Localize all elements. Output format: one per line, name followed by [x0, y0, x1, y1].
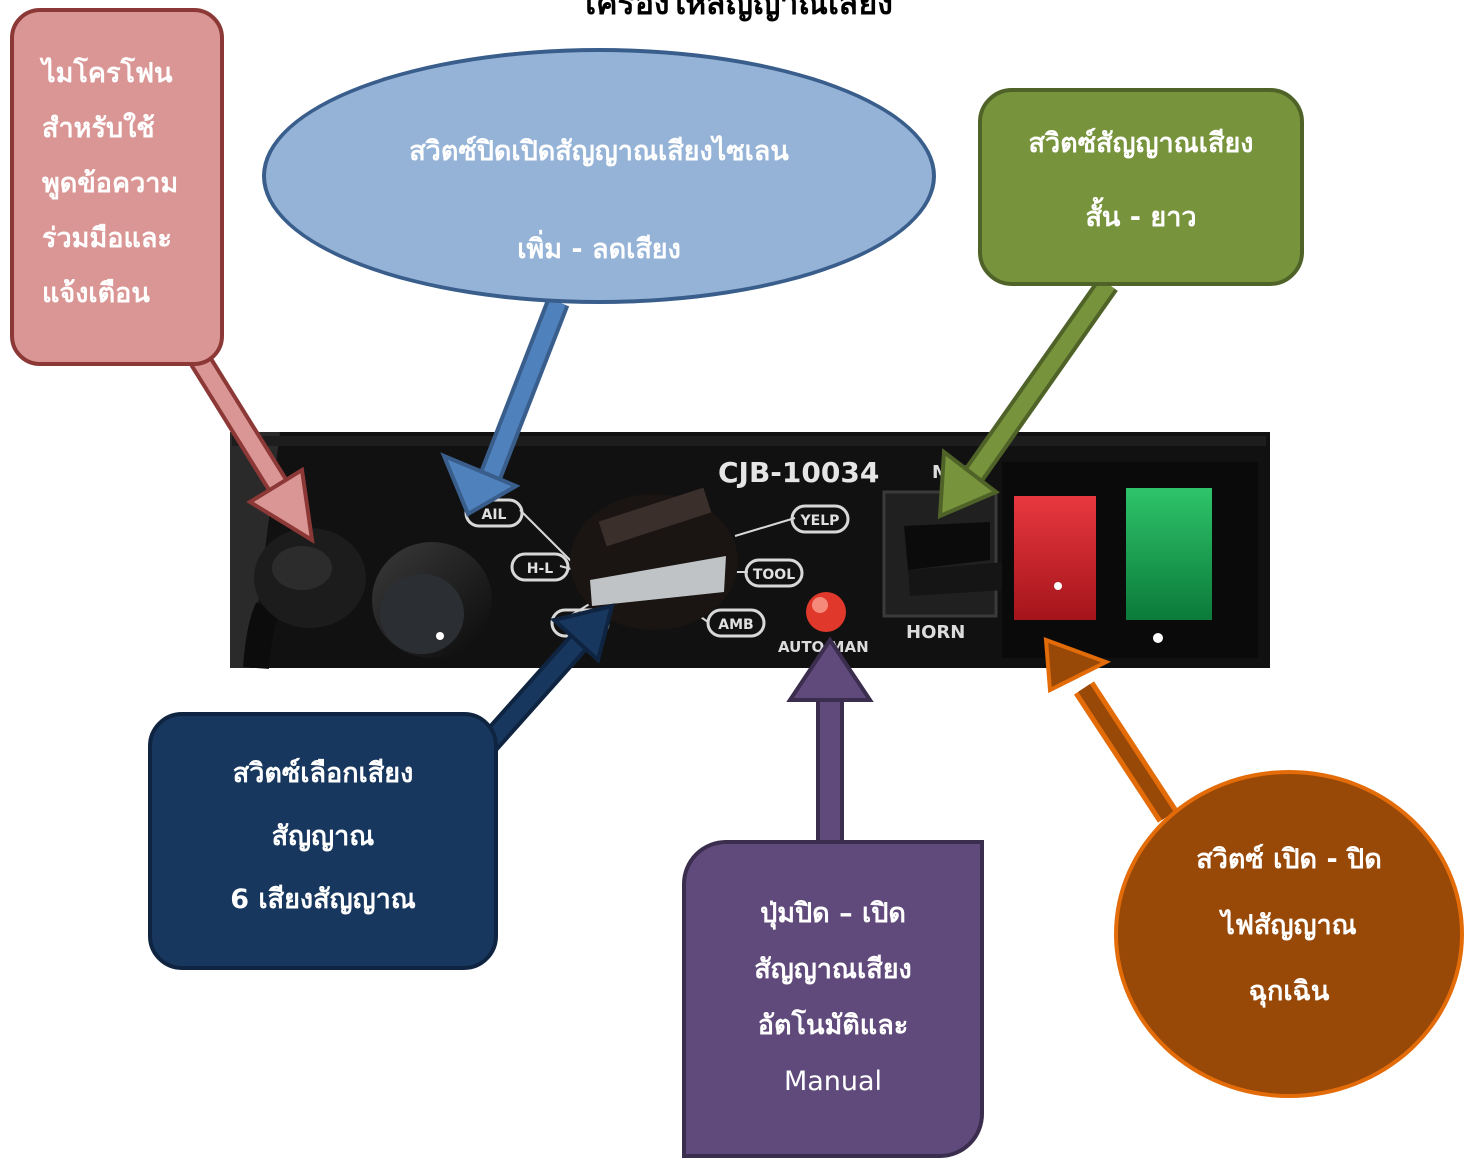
arrow-auto-manual — [786, 636, 874, 846]
callout-text: สั้น - ยาว — [1085, 202, 1197, 233]
callout-text: สวิตซ์เลือกเสียง — [232, 758, 414, 789]
tone-label: H-L — [527, 561, 554, 577]
callout-text: ร่วมมือและ — [42, 223, 172, 254]
callout-microphone: ไมโครโฟน สำหรับใช้ พูดข้อความ ร่วมมือและ… — [10, 8, 224, 366]
horn-switch — [882, 490, 1006, 618]
callout-text: สวิตซ์ เปิด - ปิด — [1196, 844, 1382, 875]
callout-text: สวิตซ์สัญญาณเสียง — [1028, 128, 1254, 159]
callout-text: สำหรับใช้ — [42, 113, 155, 144]
model-label: CJB-10034 — [718, 456, 879, 489]
callout-text: Manual — [783, 1066, 883, 1097]
callout-text: สัญญาณ — [271, 821, 375, 852]
callout-text: ไฟสัญญาณ — [1221, 910, 1357, 941]
callout-text: พูดข้อความ — [42, 168, 179, 199]
callout-volume-switch: สวิตซ์ปิดเปิดสัญญาณเสียงไซเลน เพิ่ม - ลด… — [262, 48, 936, 304]
callout-text: 6 เสียงสัญญาณ — [230, 884, 416, 915]
tone-label: YELP — [800, 513, 840, 529]
callout-text: เพิ่ม - ลดเสียง — [517, 234, 681, 265]
callout-text: ไมโครโฟน — [42, 58, 173, 89]
volume-knob — [372, 542, 492, 658]
arrow-tone-select — [479, 603, 615, 752]
tone-label: TOOL — [753, 567, 795, 583]
callout-horn-switch: สวิตซ์สัญญาณเสียง สั้น - ยาว — [978, 88, 1304, 286]
emergency-light-switch-red — [1002, 462, 1118, 658]
callout-auto-manual-button: ปุ่มปิด – เปิด สัญญาณเสียง อัตโนมัติและ … — [682, 840, 984, 1158]
callout-text: อัตโนมัติและ — [757, 1010, 909, 1041]
callout-text: แจ้งเตือน — [42, 278, 150, 309]
arrow-horn — [937, 277, 1118, 520]
arrow-volume — [440, 297, 570, 517]
horn-label: HORN — [906, 622, 965, 643]
callout-emergency-light-switch: สวิตซ์ เปิด - ปิด ไฟสัญญาณ ฉุกเฉิน — [1114, 770, 1464, 1098]
arrow-emergency-light — [1043, 637, 1179, 823]
callout-text: สัญญาณเสียง — [754, 954, 912, 985]
diagram-title: เครื่องให้สัญญาณเสียง — [585, 0, 893, 22]
callout-text: สวิตซ์ปิดเปิดสัญญาณเสียงไซเลน — [409, 136, 789, 167]
tone-selector-knob — [570, 487, 738, 630]
tone-label: AMB — [718, 617, 753, 633]
callout-text: ปุ่มปิด – เปิด — [760, 898, 906, 929]
callout-text: ฉุกเฉิน — [1248, 976, 1330, 1007]
microphone-jack — [243, 528, 366, 669]
emergency-light-switch-green — [1118, 462, 1258, 658]
auto-manual-button — [806, 592, 846, 632]
callout-tone-selector: สวิตซ์เลือกเสียง สัญญาณ 6 เสียงสัญญาณ — [148, 712, 498, 970]
arrow-microphone — [189, 353, 315, 544]
tone-label: AIL — [482, 507, 507, 523]
